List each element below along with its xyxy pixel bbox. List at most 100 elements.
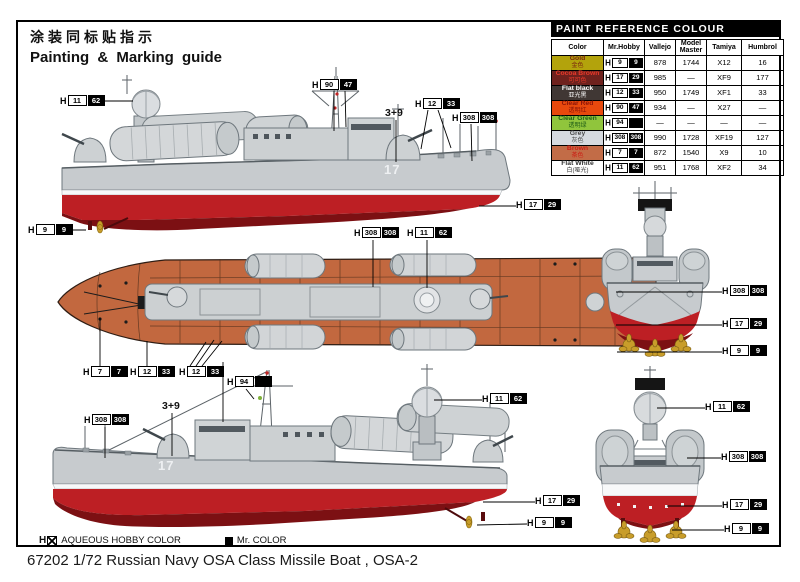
color-name-zh: 可可色 bbox=[568, 78, 587, 85]
humbrol-cell: — bbox=[741, 114, 784, 131]
tamiya-cell: X27 bbox=[706, 99, 742, 116]
ship-side-view-top bbox=[61, 67, 511, 234]
color-name-zh: 灰色 bbox=[571, 138, 584, 145]
color-name-en: Gold bbox=[569, 55, 586, 63]
ship-plan-view bbox=[57, 253, 665, 351]
humbrol-cell: 16 bbox=[741, 54, 784, 71]
model_master-cell: — bbox=[675, 99, 707, 116]
tamiya-cell: XF9 bbox=[706, 69, 742, 86]
tamiya-cell: XF2 bbox=[706, 159, 742, 176]
tamiya-cell: XF19 bbox=[706, 129, 742, 146]
col-tamiya: Tamiya bbox=[706, 39, 742, 56]
hull-number-bottom: 17 bbox=[158, 458, 175, 473]
color-name-zh: 亚光黑 bbox=[568, 93, 587, 100]
aqueous-hatch-box-icon bbox=[47, 535, 58, 546]
color-name-zh: 透明绿 bbox=[568, 123, 587, 130]
model_master-cell: 1540 bbox=[675, 144, 707, 161]
vallejo-cell: 950 bbox=[644, 84, 676, 101]
guide-title-chinese: 涂装同标贴指示 bbox=[30, 29, 156, 45]
model_master-cell: 1728 bbox=[675, 129, 707, 146]
color-name-en: Cocoa Brown bbox=[555, 70, 600, 78]
ship-bow-view bbox=[601, 181, 710, 357]
color-name-zh: 透明红 bbox=[568, 108, 587, 115]
vallejo-cell: 934 bbox=[644, 99, 676, 116]
tamiya-cell: X12 bbox=[706, 54, 742, 71]
vallejo-cell: 990 bbox=[644, 129, 676, 146]
vallejo-cell: 985 bbox=[644, 69, 676, 86]
color-system-legend: H AQUEOUS HOBBY COLOR Mr. COLOR bbox=[39, 535, 287, 546]
paint-reference-table: PAINT REFERENCE COLOUR Color Mr.Hobby Va… bbox=[551, 22, 784, 176]
col-humbrol: Humbrol bbox=[741, 39, 784, 56]
tamiya-cell: XF1 bbox=[706, 84, 742, 101]
col-model-master: Model Master bbox=[675, 39, 707, 56]
color-name-en: Flat black bbox=[561, 85, 594, 93]
guide-title-block: 涂装同标贴指示 Painting & Marking guide bbox=[30, 27, 222, 66]
tamiya-cell: X9 bbox=[706, 144, 742, 161]
mr-color-legend-label: Mr. COLOR bbox=[236, 535, 287, 546]
tamiya-cell: — bbox=[706, 114, 742, 131]
guide-title-english: Painting & Marking guide bbox=[30, 49, 223, 66]
model_master-cell: 1744 bbox=[675, 54, 707, 71]
vallejo-cell: — bbox=[644, 114, 676, 131]
vallejo-cell: 872 bbox=[644, 144, 676, 161]
color-name-en: Clear Red bbox=[561, 100, 594, 108]
humbrol-cell: 10 bbox=[741, 144, 784, 161]
color-name-en: Grey bbox=[569, 130, 586, 138]
ship-stern-view bbox=[595, 366, 705, 543]
color-name-en: Clear Green bbox=[558, 115, 597, 123]
model_master-cell: 1749 bbox=[675, 84, 707, 101]
humbrol-cell: 177 bbox=[741, 69, 784, 86]
humbrol-cell: 33 bbox=[741, 84, 784, 101]
model_master-cell: — bbox=[675, 114, 707, 131]
model_master-cell: — bbox=[675, 69, 707, 86]
paint-table-header-row: Color Mr.Hobby Vallejo Model Master Tami… bbox=[551, 39, 784, 56]
ship-side-view-bottom bbox=[52, 364, 514, 529]
color-name-zh: 金色 bbox=[571, 63, 584, 70]
vallejo-cell: 951 bbox=[644, 159, 676, 176]
color-name-zh: 茶色 bbox=[571, 153, 584, 160]
color-name-en: Flat White bbox=[561, 160, 594, 168]
col-color: Color bbox=[551, 39, 604, 56]
vallejo-cell: 878 bbox=[644, 54, 676, 71]
color-name-zh: 白(哑光) bbox=[566, 168, 589, 175]
col-mrhobby: Mr.Hobby bbox=[603, 39, 645, 56]
col-vallejo: Vallejo bbox=[644, 39, 676, 56]
humbrol-cell: 127 bbox=[741, 129, 784, 146]
page-frame bbox=[16, 20, 781, 547]
model_master-cell: 1768 bbox=[675, 159, 707, 176]
product-title: 67202 1/72 Russian Navy OSA Class Missil… bbox=[27, 552, 419, 569]
color-name-en: Brown bbox=[566, 145, 589, 153]
humbrol-cell: — bbox=[741, 99, 784, 116]
hull-number-top: 17 bbox=[384, 162, 401, 177]
mr-color-solid-box-icon bbox=[224, 536, 233, 545]
aqueous-prefix: H bbox=[39, 535, 47, 546]
aqueous-legend-label: AQUEOUS HOBBY COLOR bbox=[61, 535, 181, 546]
paint-table-title: PAINT REFERENCE COLOUR bbox=[551, 22, 779, 37]
